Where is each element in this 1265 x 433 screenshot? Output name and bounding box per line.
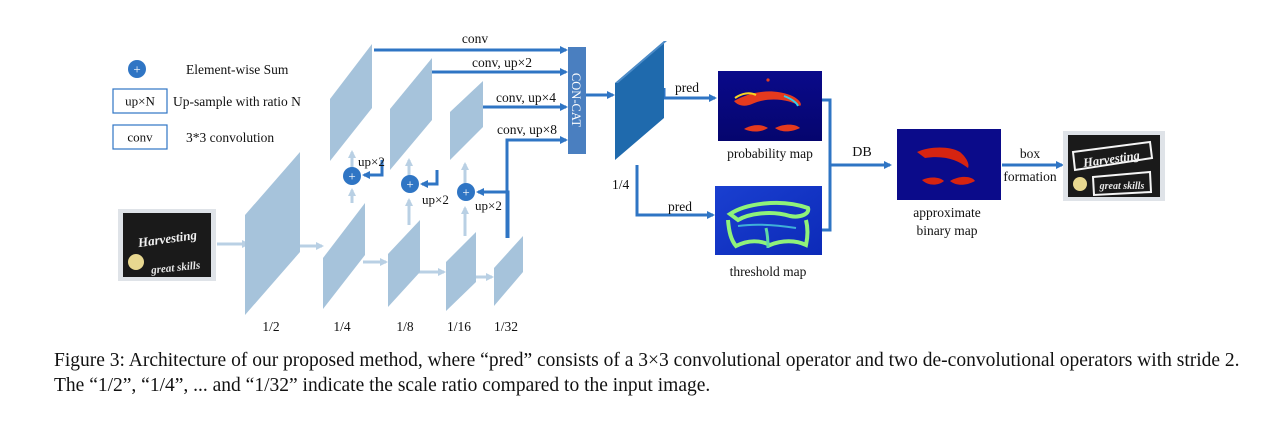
legend-sum-label: Element-wise Sum (186, 62, 289, 77)
input-image-text-2: great skills (150, 259, 201, 276)
probability-map (718, 71, 822, 141)
backbone-block-1-4 (323, 203, 365, 309)
path-label-conv: conv (462, 31, 488, 46)
scale-label-1-32: 1/32 (494, 319, 518, 334)
output-image: Harvesting great skills (1063, 131, 1165, 201)
legend-conv-label: 3*3 convolution (186, 130, 274, 145)
backbone: 1/2 1/4 1/8 1/16 1/32 (245, 152, 523, 334)
figure-caption: Figure 3: Architecture of our proposed m… (54, 350, 1240, 396)
binary-map-label-1: approximate (913, 205, 980, 220)
fpn-labels: conv conv, up×2 conv, up×4 conv, up×8 up… (358, 31, 557, 213)
pred-label-top: pred (675, 80, 699, 95)
fpn-block-p4 (450, 81, 483, 160)
sum-icon-plus: + (133, 62, 140, 77)
threshold-map-label: threshold map (730, 264, 807, 279)
legend: + Element-wise Sum up×N Up-sample with r… (112, 60, 301, 150)
input-image: Harvesting great skills (118, 209, 216, 281)
path-label-conv-up8: conv, up×8 (497, 122, 557, 137)
probability-map-label: probability map (727, 146, 813, 161)
backbone-block-1-2 (245, 152, 300, 315)
db-label: DB (852, 145, 871, 160)
threshold-map (715, 186, 822, 255)
sum-node-2 (401, 175, 419, 193)
legend-upsample-box (112, 88, 168, 114)
svg-text:+: + (462, 185, 469, 200)
sum-nodes: + + + (343, 167, 475, 201)
sum-node-3 (457, 183, 475, 201)
path-label-conv-up2: conv, up×2 (472, 55, 532, 70)
sum-icon (128, 60, 146, 78)
prediction-heads: pred pred probability map threshold map … (668, 71, 1165, 279)
pred-label-bottom: pred (668, 199, 692, 214)
approximate-binary-map (897, 129, 1001, 200)
scale-label-1-4: 1/4 (333, 319, 351, 334)
legend-conv-box-label: conv (127, 130, 153, 145)
output-image-text-2: great skills (1099, 181, 1145, 192)
bottom-up-arrows (217, 150, 494, 281)
fused-feature-map: 1/4 (612, 41, 667, 192)
path-label-conv-up4: conv, up×4 (496, 90, 556, 105)
concat-label: CON-CAT (569, 73, 583, 128)
upsample-label-1: up×2 (358, 154, 385, 169)
backbone-block-1-8 (388, 220, 420, 307)
scale-label-1-2: 1/2 (262, 319, 279, 334)
binary-map-label-2: binary map (916, 223, 977, 238)
fpn-blocks (330, 44, 483, 170)
fused-scale-label: 1/4 (612, 177, 630, 192)
legend-conv-box (112, 124, 168, 150)
legend-upsample-label: Up-sample with ratio N (173, 94, 301, 109)
svg-text:+: + (406, 177, 413, 192)
backbone-block-1-16 (446, 232, 476, 311)
upsample-label-2: up×2 (422, 192, 449, 207)
svg-text:+: + (348, 169, 355, 184)
backbone-block-1-32 (494, 236, 523, 306)
upsample-label-3: up×2 (475, 198, 502, 213)
fpn-block-p2 (330, 44, 372, 161)
architecture-diagram: + Element-wise Sum up×N Up-sample with r… (112, 31, 1165, 334)
fpn-block-p3 (390, 58, 432, 170)
sum-node-1 (343, 167, 361, 185)
box-formation-label-1: box (1020, 146, 1041, 161)
scale-label-1-16: 1/16 (447, 319, 471, 334)
scale-label-1-8: 1/8 (396, 319, 414, 334)
legend-upsample-box-label: up×N (125, 94, 155, 109)
box-formation-label-2: formation (1003, 169, 1056, 184)
concat-block: CON-CAT (568, 47, 586, 154)
